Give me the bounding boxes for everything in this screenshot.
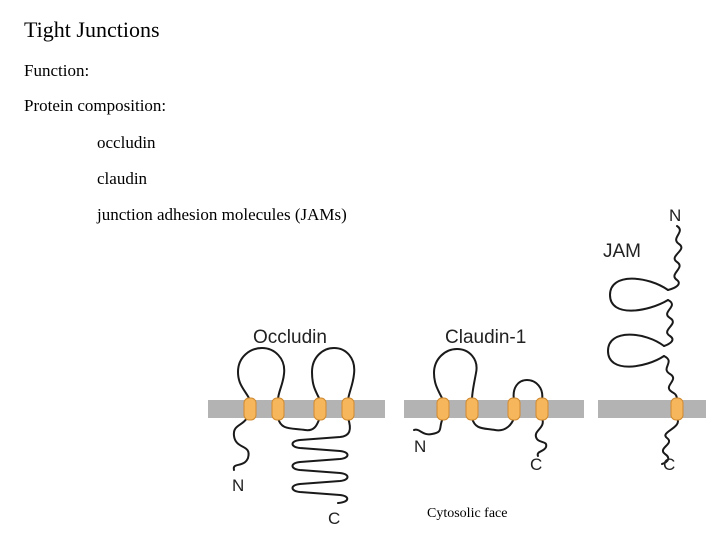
claudin-tm-segment-2 xyxy=(465,397,479,421)
jam-c-terminus: C xyxy=(663,455,675,474)
protein-item-claudin: claudin xyxy=(97,169,148,188)
occludin-tm-segment-4 xyxy=(341,397,355,421)
function-label: Function: xyxy=(24,61,90,80)
claudin-tm-segment-3 xyxy=(507,397,521,421)
claudin-n-terminus: N xyxy=(414,437,426,456)
claudin-tm-segment-4 xyxy=(535,397,549,421)
claudin-chain xyxy=(413,348,548,457)
occludin-tm-segment-1 xyxy=(243,397,257,421)
cytosolic-face-label: Cytosolic face xyxy=(427,506,507,521)
claudin-tm-segment-1 xyxy=(436,397,450,421)
jam-n-terminus: N xyxy=(669,206,681,225)
protein-composition-label: Protein composition: xyxy=(24,96,167,115)
jam-chain xyxy=(607,225,683,465)
protein-item-jams: junction adhesion molecules (JAMs) xyxy=(97,205,347,224)
protein-item-occludin: occludin xyxy=(97,133,156,152)
membrane-occludin xyxy=(208,400,385,418)
jam-tm-segment xyxy=(670,397,684,421)
claudin-label: Claudin-1 xyxy=(445,327,526,348)
occludin-label: Occludin xyxy=(253,327,327,348)
occludin-n-terminus: N xyxy=(232,476,244,495)
occludin-tm-segment-2 xyxy=(271,397,285,421)
membrane-jam xyxy=(598,400,706,418)
occludin-chain xyxy=(232,347,356,504)
slide-title: Tight Junctions xyxy=(24,17,160,42)
membrane-claudin xyxy=(404,400,584,418)
claudin-c-terminus: C xyxy=(530,455,542,474)
occludin-c-terminus: C xyxy=(328,509,340,528)
jam-label: JAM xyxy=(603,241,641,262)
occludin-tm-segment-3 xyxy=(313,397,327,421)
